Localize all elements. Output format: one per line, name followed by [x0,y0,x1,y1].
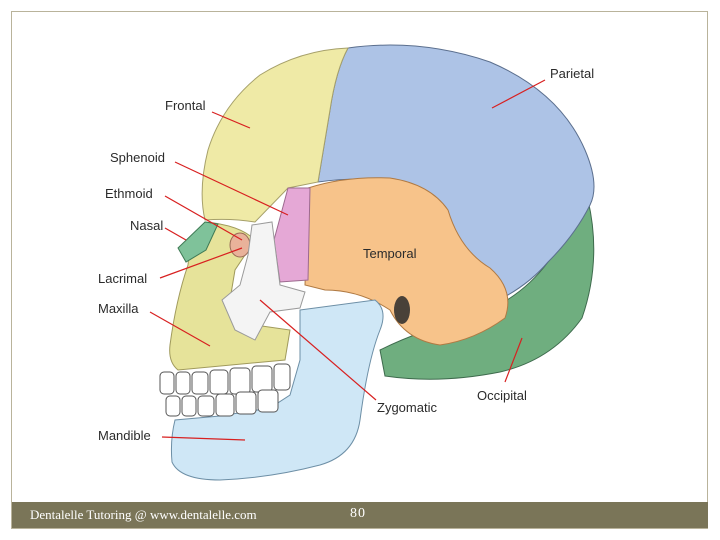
teeth [160,364,290,416]
label-nasal: Nasal [130,218,163,233]
label-lacrimal: Lacrimal [98,271,147,286]
sphenoid-bone [274,188,310,282]
label-zygomatic: Zygomatic [377,400,437,415]
footer-credit: Dentalelle Tutoring @ www.dentalelle.com [30,507,257,523]
label-maxilla: Maxilla [98,301,139,316]
label-parietal: Parietal [550,66,594,81]
footer-bar: Dentalelle Tutoring @ www.dentalelle.com… [12,502,708,528]
lacrimal-bone [230,233,250,257]
label-ethmoid: Ethmoid [105,186,153,201]
leader-nasal [165,228,186,240]
label-mandible: Mandible [98,428,151,443]
label-frontal: Frontal [165,98,206,113]
label-sphenoid: Sphenoid [110,150,165,165]
ear-canal [394,296,410,324]
label-occipital: Occipital [477,388,527,403]
page-number: 80 [350,506,366,522]
label-temporal: Temporal [363,246,417,261]
